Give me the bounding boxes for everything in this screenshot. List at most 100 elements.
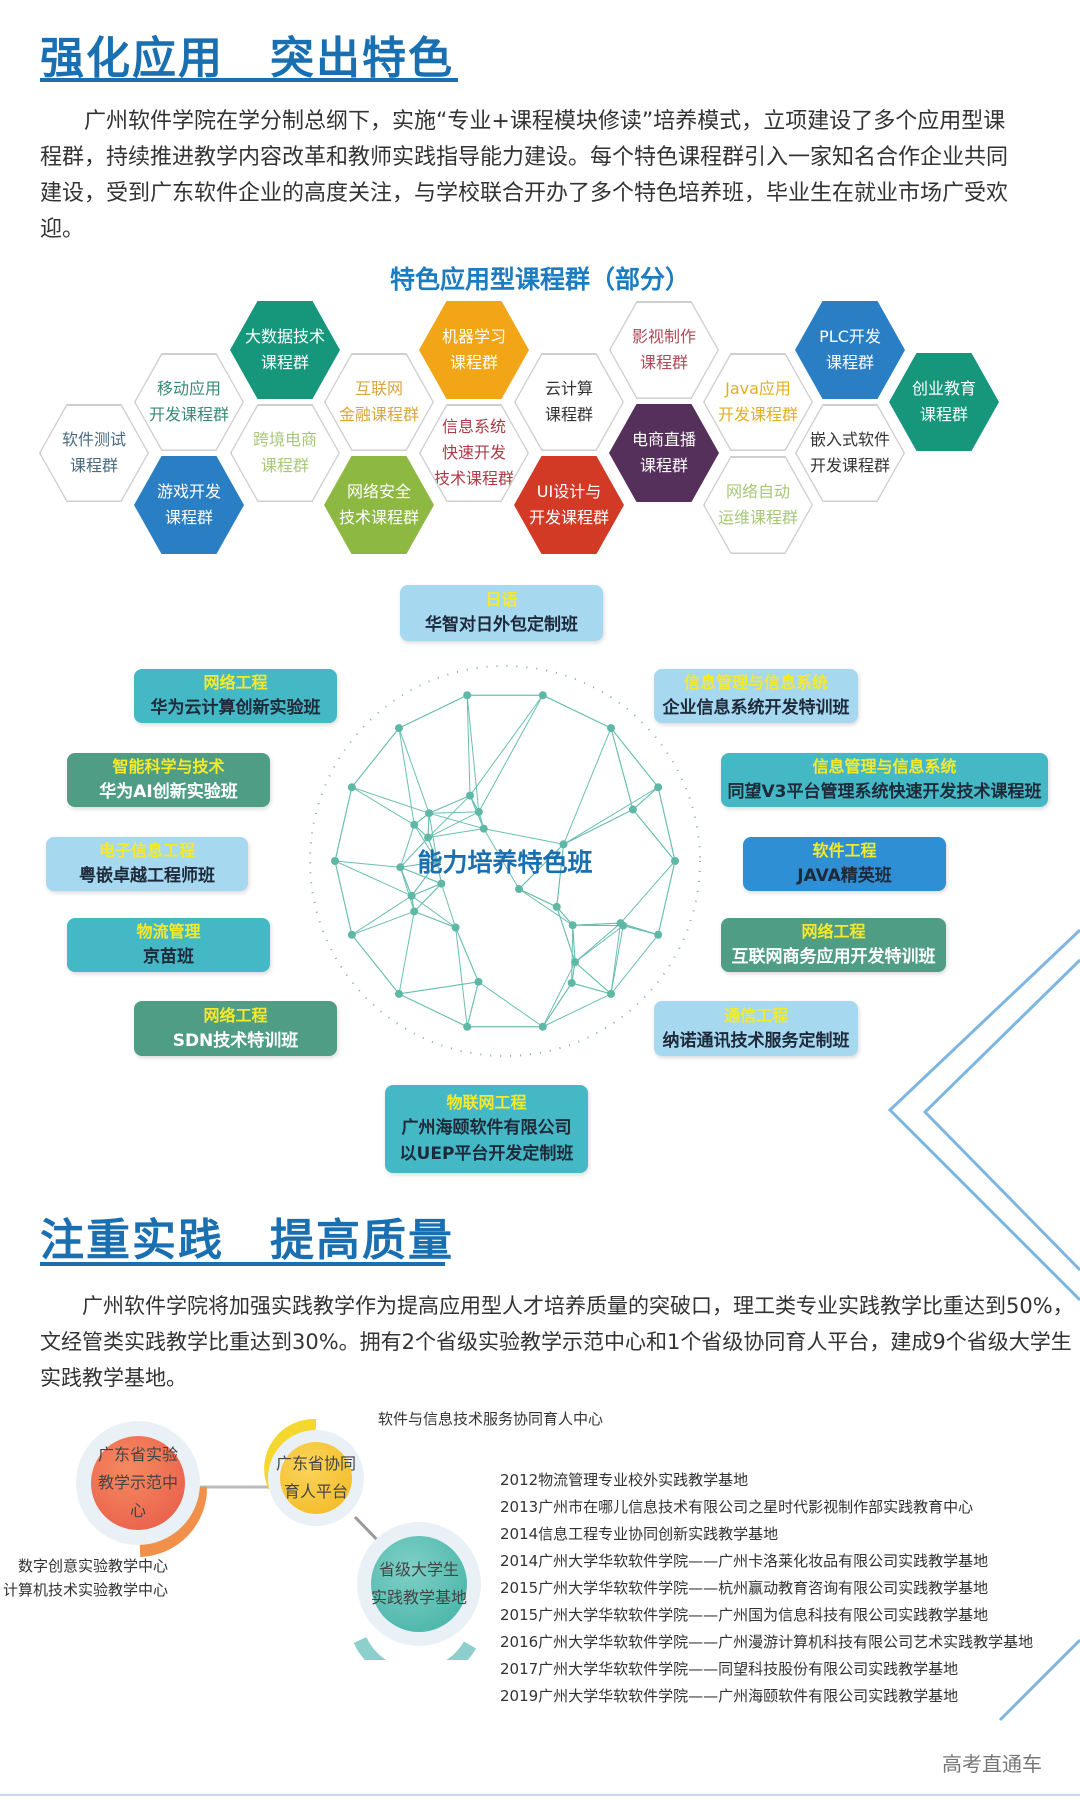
hex-label: 游戏开发	[156, 482, 221, 501]
hex-label: 快速开发	[441, 443, 506, 462]
network-node	[606, 724, 615, 733]
platform-item: 软件与信息技术服务协同育人中心	[378, 1410, 604, 1428]
network-link	[427, 828, 484, 839]
network-link	[428, 795, 471, 814]
network-link	[399, 837, 429, 868]
network-node	[466, 791, 475, 800]
special-class-box: 通信工程纳诺通讯技术服务定制班	[654, 1001, 858, 1056]
network-node	[463, 691, 472, 700]
practice-base-item: 2014信息工程专业协同创新实践教学基地	[500, 1525, 779, 1543]
network-link	[556, 906, 576, 963]
hex-label: 运维课程群	[717, 508, 798, 527]
network-link	[428, 812, 484, 830]
sphere-outline	[309, 665, 701, 1057]
hex-label: 嵌入式软件	[809, 430, 890, 449]
class-name: 纳诺通讯技术服务定制班	[662, 1030, 850, 1051]
sphere-label: 能力培养特色班	[417, 848, 593, 877]
special-class-box: 信息管理与信息系统企业信息系统开发特训班	[654, 669, 858, 723]
course-group-hex: 软件测试课程群	[39, 404, 149, 502]
node-experiment-center: 广东省实验教学示范中心	[76, 1421, 200, 1545]
hex-label: PLC开发	[819, 327, 881, 346]
class-major: 电子信息工程	[98, 841, 195, 860]
network-link	[469, 694, 544, 796]
network-node	[407, 891, 416, 900]
special-class-box: 智能科学与技术华为AI创新实验班	[67, 753, 270, 807]
class-major: 信息管理与信息系统	[812, 757, 957, 776]
hex-label: 云计算	[544, 379, 593, 398]
hex-label: Java应用	[725, 379, 791, 398]
class-name: 以UEP平台开发定制班	[399, 1144, 574, 1164]
special-class-box: 网络工程华为云计算创新实验班	[134, 669, 337, 723]
hex-label: 开发课程群	[148, 405, 229, 424]
hex-label: 课程群	[639, 456, 688, 475]
network-link	[610, 934, 659, 995]
node-label: 育人平台	[283, 1482, 348, 1501]
hex-label: 课程群	[164, 508, 213, 527]
network-node	[552, 902, 561, 911]
network-link	[398, 993, 468, 1028]
special-class-box: 信息管理与信息系统同望V3平台管理系统快速开发技术课程班	[721, 753, 1048, 807]
network-link	[657, 787, 676, 862]
network-link	[334, 860, 412, 897]
network-link	[574, 922, 621, 963]
hex-label: 技术课程群	[338, 508, 419, 527]
network-node	[395, 724, 404, 733]
practice-base-item: 2015广州大学华软软件学院——杭州赢动教育咨询有限公司实践教学基地	[500, 1579, 989, 1597]
network-node	[410, 907, 419, 916]
node-label: 广东省协同	[276, 1454, 357, 1473]
network-link	[518, 843, 564, 890]
network-node	[559, 840, 568, 849]
network-link	[334, 860, 353, 935]
network-link	[563, 786, 659, 845]
class-name: 企业信息系统开发特训班	[662, 698, 850, 718]
class-name: 广州海颐软件有限公司	[401, 1118, 572, 1138]
hex-label: 软件测试	[61, 430, 126, 449]
network-node	[654, 930, 663, 939]
practice-base-item: 2017广州大学华软软件学院——同望科技股份有限公司实践教学基地	[500, 1660, 959, 1678]
hex-label: 课程群	[260, 456, 309, 475]
network-link	[483, 828, 564, 845]
practice-base-item: 2014广州大学华软软件学院——广州卡洛莱化妆品有限公司实践教学基地	[500, 1552, 989, 1570]
network-link	[427, 795, 471, 838]
class-name: 粤嵌卓越工程师班	[79, 866, 215, 886]
network-link	[466, 695, 471, 796]
title-underline	[40, 78, 458, 82]
network-node	[463, 1022, 472, 1031]
network-node	[331, 857, 339, 865]
center-item: 计算机技术实验教学中心	[2, 1581, 168, 1599]
class-name: 京苗班	[143, 947, 194, 967]
network-link	[610, 923, 622, 994]
class-major: 日语	[485, 590, 518, 609]
hex-label: 课程群	[639, 353, 688, 372]
network-link	[334, 860, 401, 868]
practice-base-item: 2012物流管理专业校外实践教学基地	[500, 1471, 749, 1489]
section1-paragraph: 广州软件学院在学分制总纲下，实施“专业+课程模块修读”培养模式，立项建设了多个应…	[40, 109, 1009, 242]
network-node	[479, 824, 488, 833]
class-major: 物联网工程	[446, 1093, 527, 1112]
network-link	[542, 993, 612, 1028]
network-link	[427, 811, 480, 839]
practice-base-item: 2019广州大学华软软件学院——广州海颐软件有限公司实践教学基地	[500, 1687, 959, 1705]
class-major: 通信工程	[723, 1005, 788, 1025]
hex-label: 大数据技术	[244, 327, 325, 346]
network-node	[619, 921, 628, 930]
hex-label: 信息系统	[441, 417, 506, 436]
network-link	[478, 981, 544, 1028]
network-link	[398, 911, 415, 995]
network-link	[542, 961, 576, 1027]
network-link	[400, 861, 438, 868]
center-item: 数字创意实验教学中心	[17, 1557, 168, 1575]
network-link	[414, 911, 456, 928]
hex-label: 课程群	[69, 456, 118, 475]
hex-label: 跨境电商	[252, 430, 317, 449]
practice-base-item: 2015广州大学华软软件学院——广州国为信息科技有限公司实践教学基地	[500, 1606, 989, 1624]
course-group-hex: 跨境电商课程群	[230, 404, 340, 502]
section1-title: 强化应用 突出特色	[40, 33, 454, 84]
special-class-box: 网络工程互联网商务应用开发特训班	[721, 918, 946, 972]
hex-label: 移动应用	[156, 379, 221, 398]
network-link	[610, 727, 659, 788]
title-underline-2	[40, 1262, 445, 1266]
